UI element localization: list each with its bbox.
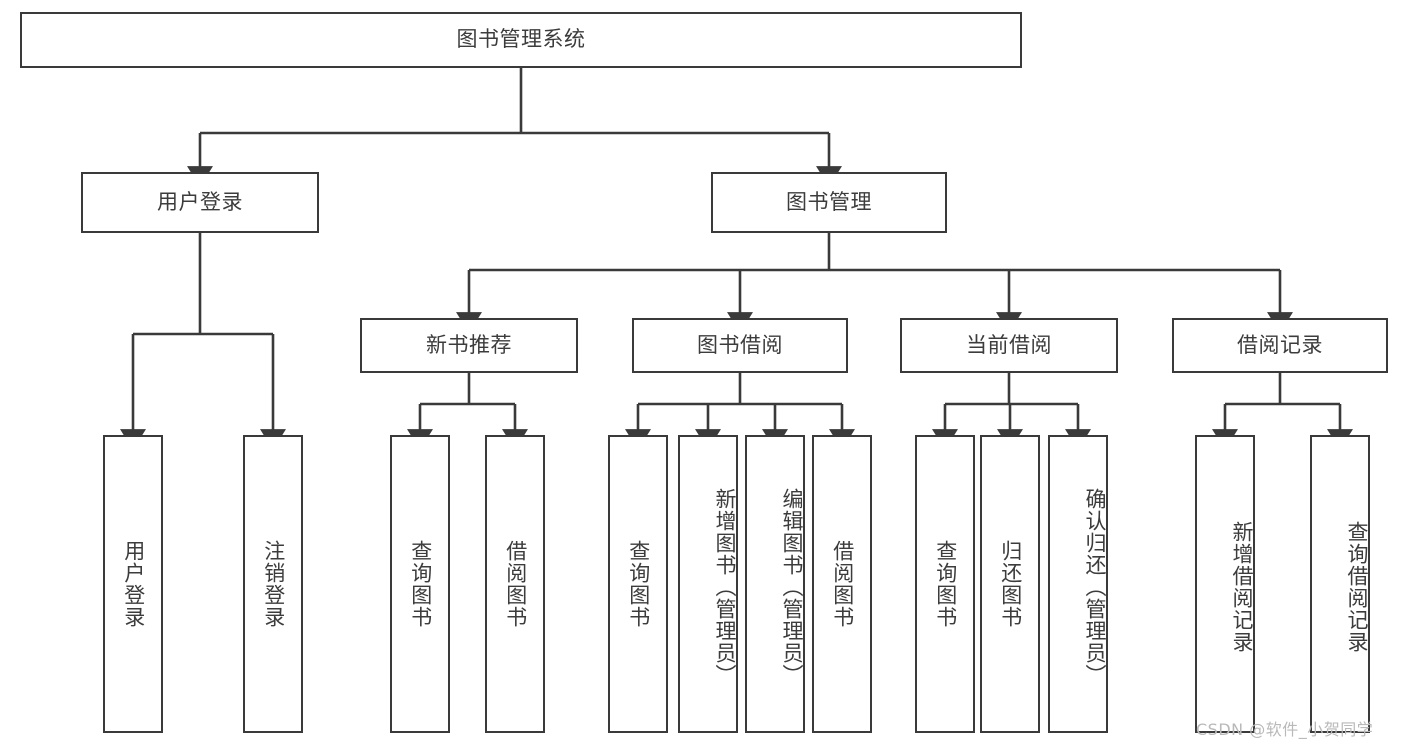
node-leaf-logout[interactable]: 注销登录 — [243, 435, 303, 733]
node-label-new-book-recommend: 新书推荐 — [426, 332, 512, 357]
node-label-leaf-logout: 注销登录 — [261, 540, 286, 628]
node-leaf-query-book-current[interactable]: 查询图书 — [915, 435, 975, 733]
node-leaf-user-login[interactable]: 用户登录 — [103, 435, 163, 733]
node-current-borrow[interactable]: 当前借阅 — [900, 318, 1118, 373]
node-leaf-query-book-recommend[interactable]: 查询图书 — [390, 435, 450, 733]
node-book-borrow[interactable]: 图书借阅 — [632, 318, 848, 373]
node-label-borrow-record: 借阅记录 — [1237, 332, 1323, 357]
node-label-leaf-borrow-book: 借阅图书 — [830, 540, 855, 628]
node-label-leaf-query-record: 查询借阅记录 — [1345, 521, 1369, 653]
node-book-manage[interactable]: 图书管理 — [711, 172, 947, 233]
node-leaf-confirm-return[interactable]: 确认归还（管理员） — [1048, 435, 1108, 733]
node-leaf-borrow-book[interactable]: 借阅图书 — [812, 435, 872, 733]
node-leaf-query-record[interactable]: 查询借阅记录 — [1310, 435, 1370, 733]
node-leaf-add-book[interactable]: 新增图书（管理员） — [678, 435, 738, 733]
node-label-leaf-query-book-borrow: 查询图书 — [626, 540, 651, 628]
node-user-login[interactable]: 用户登录 — [81, 172, 319, 233]
node-label-user-login: 用户登录 — [157, 189, 243, 214]
node-label-leaf-user-login: 用户登录 — [121, 540, 146, 628]
node-label-leaf-add-book: 新增图书（管理员） — [713, 488, 737, 686]
node-leaf-edit-book[interactable]: 编辑图书（管理员） — [745, 435, 805, 733]
node-label-root: 图书管理系统 — [456, 27, 586, 52]
node-leaf-return-book[interactable]: 归还图书 — [980, 435, 1040, 733]
node-leaf-add-record[interactable]: 新增借阅记录 — [1195, 435, 1255, 733]
node-label-leaf-confirm-return: 确认归还（管理员） — [1083, 488, 1107, 686]
node-label-leaf-query-book-current: 查询图书 — [933, 540, 958, 628]
node-borrow-record[interactable]: 借阅记录 — [1172, 318, 1388, 373]
node-label-leaf-edit-book: 编辑图书（管理员） — [780, 488, 804, 686]
node-label-leaf-borrow-book-recommend: 借阅图书 — [503, 540, 528, 628]
node-leaf-borrow-book-recommend[interactable]: 借阅图书 — [485, 435, 545, 733]
node-root[interactable]: 图书管理系统 — [20, 12, 1022, 68]
node-label-leaf-return-book: 归还图书 — [998, 540, 1023, 628]
node-leaf-query-book-borrow[interactable]: 查询图书 — [608, 435, 668, 733]
node-label-leaf-add-record: 新增借阅记录 — [1230, 521, 1254, 653]
node-label-book-manage: 图书管理 — [786, 189, 872, 214]
node-label-book-borrow: 图书借阅 — [697, 332, 783, 357]
node-new-book-recommend[interactable]: 新书推荐 — [360, 318, 578, 373]
node-label-current-borrow: 当前借阅 — [966, 332, 1052, 357]
node-label-leaf-query-book-recommend: 查询图书 — [408, 540, 433, 628]
